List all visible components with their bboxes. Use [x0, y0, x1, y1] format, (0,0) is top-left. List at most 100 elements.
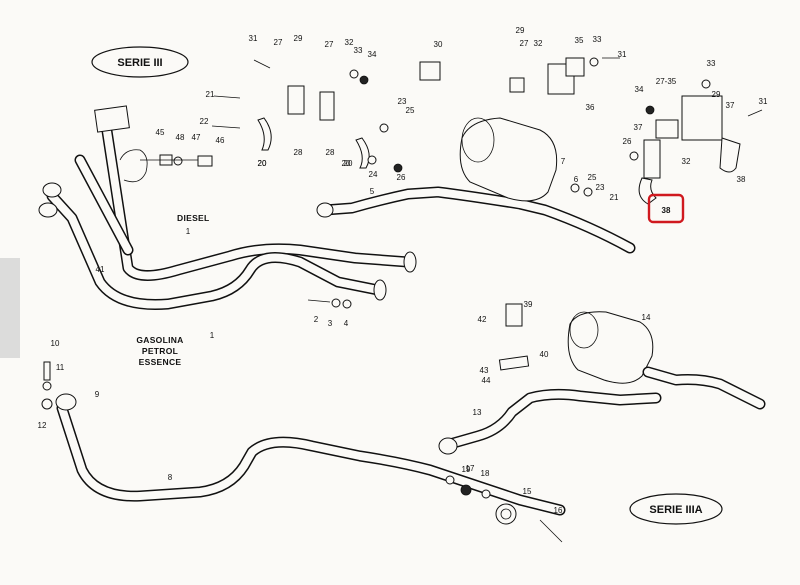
part-number-35: 35 [575, 36, 584, 45]
diesel-pipe-end [403, 251, 417, 273]
stud-10 [43, 361, 51, 381]
part-number-26: 26 [623, 137, 632, 146]
part-number-31: 31 [249, 34, 258, 43]
part-number-26: 26 [397, 173, 406, 182]
part-number-32: 32 [345, 38, 354, 47]
bracket-32 [655, 119, 679, 139]
pipe-13-flange [438, 437, 458, 455]
diesel-label: DIESEL [177, 213, 210, 223]
nut-6 [570, 183, 580, 193]
serie-3-label: SERIE III [117, 57, 162, 69]
bolt-2 [307, 299, 331, 303]
pipe-clamp-45-48 [119, 149, 213, 183]
part-number-29: 29 [516, 26, 525, 35]
part-number-29: 29 [712, 90, 721, 99]
part-number-6: 6 [574, 175, 579, 184]
strap-20-mid [355, 137, 370, 169]
washer-19 [445, 475, 455, 485]
petrol-pipe-end [373, 279, 387, 301]
part-number-33: 33 [354, 46, 363, 55]
front-pipe-8 [56, 402, 566, 516]
bolt-16 [539, 519, 563, 543]
washer-25 [583, 187, 593, 197]
serie-3a-label: SERIE IIIA [649, 504, 702, 516]
nut-33-a [349, 69, 359, 79]
part-number-34: 34 [368, 50, 377, 59]
washer-24 [367, 155, 377, 165]
bracket-28-left [287, 85, 305, 115]
manifold-flange-lower [38, 202, 58, 218]
nut-26-b [629, 151, 639, 161]
part-number-20: 20 [344, 159, 353, 168]
highlighted-part-label: 38 [662, 206, 671, 215]
part-number-13: 13 [473, 408, 482, 417]
front-pipe-8-flange [55, 393, 77, 411]
part-number-17: 17 [466, 464, 475, 473]
nut-12 [41, 398, 53, 410]
washer-11 [42, 381, 52, 391]
part-number-28: 28 [326, 148, 335, 157]
bolt-31-c [747, 109, 763, 117]
part-number-20: 20 [258, 159, 267, 168]
strap-38-lower [638, 177, 657, 205]
part-number-2: 2 [314, 315, 319, 324]
nut-4 [342, 299, 352, 309]
gasolina-label: GASOLINA [136, 335, 183, 345]
part-number-18: 18 [481, 469, 490, 478]
part-number-43: 43 [480, 366, 489, 375]
bracket-35 [565, 57, 585, 77]
part-number-44: 44 [482, 376, 491, 385]
part-number-11: 11 [56, 363, 65, 372]
scan-edge-shadow [0, 258, 20, 358]
part-number-46: 46 [216, 136, 225, 145]
part-number-27: 27 [520, 39, 529, 48]
part-number-32: 32 [682, 157, 691, 166]
manifold-flange-upper [42, 182, 62, 198]
bracket-37 [643, 139, 661, 179]
part-number-22: 22 [200, 117, 209, 126]
part-number-32: 32 [534, 39, 543, 48]
nut-33-c [701, 79, 711, 89]
nut-33-b [589, 57, 599, 67]
bracket-28-mid [319, 91, 335, 121]
clamp-15 [495, 503, 517, 525]
silencer-7 [459, 117, 558, 202]
part-number-29: 29 [294, 34, 303, 43]
part-number-28: 28 [294, 148, 303, 157]
part-number-37: 37 [726, 101, 735, 110]
bolt-31-a [253, 59, 271, 69]
part-number-15: 15 [523, 487, 532, 496]
bracket-27-top [509, 77, 525, 93]
pipe-13 [444, 388, 662, 450]
rear-pipe-5-flange [316, 202, 334, 218]
strap-20-left [257, 117, 272, 151]
part-number-3: 3 [328, 319, 333, 328]
part-number-1: 1 [186, 227, 191, 236]
highlight-box-38 [647, 193, 685, 224]
bolt-22 [211, 125, 241, 129]
part-number-37: 37 [634, 123, 643, 132]
part-number-31: 31 [618, 50, 627, 59]
part-number-31: 31 [759, 97, 768, 106]
front-pipe-diesel [99, 112, 414, 281]
part-number-7: 7 [561, 157, 566, 166]
part-number-38: 38 [737, 175, 746, 184]
part-number-24: 24 [369, 170, 378, 179]
strap-38-right [719, 137, 741, 173]
part-number-5: 5 [370, 187, 375, 196]
part-number-8: 8 [168, 473, 173, 482]
part-number-33: 33 [593, 35, 602, 44]
part-number-4: 4 [344, 319, 349, 328]
part-number-21: 21 [206, 90, 215, 99]
part-number-10: 10 [51, 339, 60, 348]
part-number-36: 36 [586, 103, 595, 112]
part-number-23: 23 [398, 97, 407, 106]
part-number-21: 21 [610, 193, 619, 202]
bracket-39 [505, 303, 523, 327]
nut-34-a [359, 75, 369, 85]
part-number-27-35: 27-35 [656, 77, 677, 86]
serie-3-badge: SERIE III [91, 46, 189, 78]
part-number-39: 39 [524, 300, 533, 309]
